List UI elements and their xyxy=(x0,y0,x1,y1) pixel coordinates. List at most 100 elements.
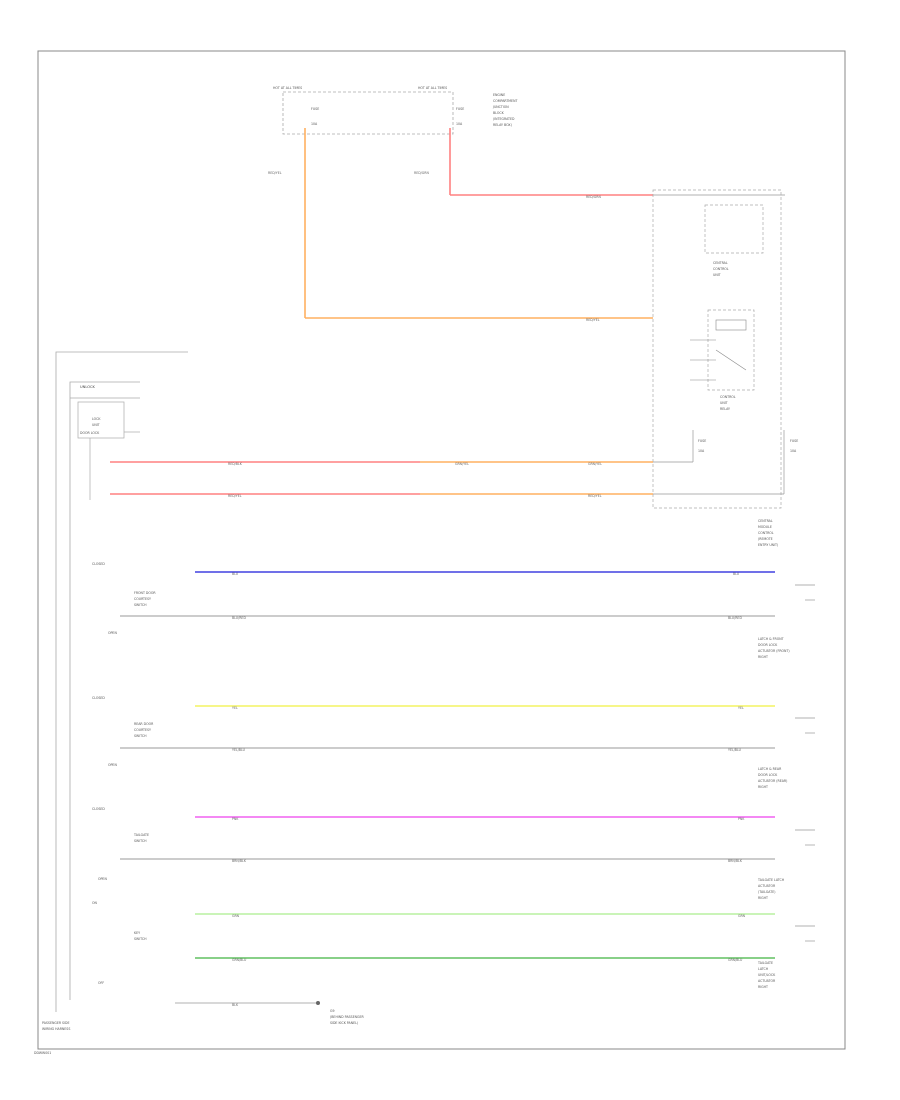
svg-text:DOOR LOCK: DOOR LOCK xyxy=(758,643,778,647)
ground-label: G9 (BEHIND PASSENGER SIDE KICK PANEL) xyxy=(330,1009,364,1025)
open-label-3: OPEN xyxy=(98,877,107,881)
wire-brn-blk-label-b: BRN/BLK xyxy=(728,859,743,863)
svg-text:RIGHT: RIGHT xyxy=(758,785,768,789)
svg-text:(BEHIND PASSENGER: (BEHIND PASSENGER xyxy=(330,1015,364,1019)
door-lock-label: DOOR LOCK xyxy=(80,431,100,435)
wire-grn-blu-label-b: GRN/BLU xyxy=(728,958,743,962)
relay-box xyxy=(707,309,755,391)
front-door-label: FRONT DOOR COURTESY SWITCH xyxy=(134,591,156,607)
svg-text:LATCH: LATCH xyxy=(758,967,769,971)
svg-text:ENGINE: ENGINE xyxy=(493,93,505,97)
wire-red-yel-lower-label: RED/YEL xyxy=(228,494,242,498)
wire-blu-label-b: BLU xyxy=(733,572,740,576)
fuse-mid-left-label: FUSE xyxy=(698,439,706,443)
svg-text:UNIT: UNIT xyxy=(713,273,721,277)
svg-text:DOOR LOCK: DOOR LOCK xyxy=(758,773,778,777)
wire-blk-label: BLK xyxy=(232,1003,239,1007)
right-label-4: TAILGATE LATCH UNIT/LOCK ACTUATOR RIGHT xyxy=(757,961,776,989)
fuse-mid-right-amp: 10A xyxy=(790,449,797,453)
svg-text:PASSENGER SIDE: PASSENGER SIDE xyxy=(42,1021,70,1025)
svg-text:ACTUATOR: ACTUATOR xyxy=(758,979,776,983)
svg-text:UNIT/LOCK: UNIT/LOCK xyxy=(758,973,776,977)
wire-yel-label-b: YEL xyxy=(738,706,744,710)
wire-yel-blu-label-b: YEL/BLU xyxy=(728,748,742,752)
fuse-right-label: FUSE xyxy=(456,107,464,111)
wire-grn-label-a: GRN xyxy=(232,914,240,918)
wire-right-vertical-label: RED/GRN xyxy=(414,171,429,175)
right-label-2: LATCH & REAR DOOR LOCK ACTUATOR (REAR) R… xyxy=(758,767,787,789)
svg-text:RIGHT: RIGHT xyxy=(758,896,768,900)
fuse-left-label: FUSE xyxy=(311,107,319,111)
fuse-box-text: ENGINE COMPARTMENT JUNCTION BLOCK (INTEG… xyxy=(492,93,517,127)
svg-text:SWITCH: SWITCH xyxy=(134,734,147,738)
closed-label-3: CLOSED xyxy=(92,807,105,811)
key-label: KEY SWITCH xyxy=(134,931,147,941)
bottom-left-label: PASSENGER SIDE WIRING HARNESS xyxy=(42,1021,70,1031)
svg-text:COURTESY: COURTESY xyxy=(134,597,151,601)
svg-text:CONTROL: CONTROL xyxy=(758,531,774,535)
footer-code: DDWW001 xyxy=(34,1051,51,1055)
svg-text:ENTRY UNIT): ENTRY UNIT) xyxy=(758,543,778,547)
on-label: ON xyxy=(92,901,98,905)
svg-text:KEY: KEY xyxy=(134,931,140,935)
svg-text:TAILGATE LATCH: TAILGATE LATCH xyxy=(757,878,785,882)
off-label: OFF xyxy=(98,981,104,985)
svg-text:FRONT DOOR: FRONT DOOR xyxy=(134,591,156,595)
wire-grn-label-b: GRN xyxy=(738,914,746,918)
closed-label-1: CLOSED xyxy=(92,562,105,566)
wire-grn-yel-label-a: GRN/YEL xyxy=(455,462,469,466)
relay-box-label: CONTROL UNIT RELAY xyxy=(720,395,736,411)
wire-blu-red-label-b: BLU/RED xyxy=(728,616,742,620)
svg-text:LATCH & REAR: LATCH & REAR xyxy=(758,767,782,771)
wire-red-blk-label: RED/BLK xyxy=(228,462,243,466)
left-harness-outline xyxy=(55,351,188,1012)
svg-text:CONTROL: CONTROL xyxy=(713,267,729,271)
svg-text:(TAILGATE): (TAILGATE) xyxy=(758,890,775,894)
svg-text:TAILGATE: TAILGATE xyxy=(757,961,773,965)
svg-text:MODULE: MODULE xyxy=(758,525,772,529)
svg-text:RIGHT: RIGHT xyxy=(758,985,768,989)
wire-pnk-label-b: PNK xyxy=(738,817,745,821)
svg-text:UNIT: UNIT xyxy=(92,423,100,427)
svg-text:CONTROL: CONTROL xyxy=(720,395,736,399)
svg-text:(INTEGRATED: (INTEGRATED xyxy=(493,117,515,121)
relay-symbol xyxy=(690,319,747,381)
wire-pnk-label-a: PNK xyxy=(232,817,239,821)
right-module-label: CENTRAL MODULE CONTROL (REMOTE ENTRY UNI… xyxy=(758,519,778,547)
svg-text:UNIT: UNIT xyxy=(720,401,728,405)
svg-text:LATCH & FRONT: LATCH & FRONT xyxy=(758,637,784,641)
tailgate-label: TAILGATE SWITCH xyxy=(133,833,149,843)
svg-text:SWITCH: SWITCH xyxy=(134,937,147,941)
svg-text:RELAY: RELAY xyxy=(720,407,730,411)
top-left-power-label: HOT AT ALL TIMES xyxy=(273,86,302,90)
svg-text:REAR DOOR: REAR DOOR xyxy=(134,722,154,726)
left-header-label: UNLOCK xyxy=(80,385,96,389)
svg-text:BLOCK: BLOCK xyxy=(493,111,505,115)
fuse-block-box xyxy=(282,91,454,135)
svg-text:WIRING HARNESS: WIRING HARNESS xyxy=(42,1027,70,1031)
wire-grn-yel-label-b: GRN/YEL xyxy=(588,462,602,466)
svg-text:SWITCH: SWITCH xyxy=(134,839,147,843)
svg-text:TAILGATE: TAILGATE xyxy=(133,833,149,837)
svg-text:CENTRAL: CENTRAL xyxy=(713,261,728,265)
left-harness-inner xyxy=(69,381,140,1000)
wire-top-horizontal-label: RED/GRN xyxy=(586,195,601,199)
svg-text:RIGHT: RIGHT xyxy=(758,655,768,659)
top-right-power-label: HOT AT ALL TIMES xyxy=(418,86,447,90)
central-control-unit xyxy=(704,204,764,254)
fuse-mid-left-amp: 10A xyxy=(698,449,705,453)
wire-yel-blu-label-a: YEL/BLU xyxy=(232,748,246,752)
fuse-left-amp: 10A xyxy=(311,122,318,126)
svg-text:ACTUATOR (REAR): ACTUATOR (REAR) xyxy=(758,779,787,783)
ground-symbol-icon xyxy=(316,1001,320,1005)
closed-label-2: CLOSED xyxy=(92,696,105,700)
right-connectors xyxy=(795,584,815,942)
svg-text:LOCK: LOCK xyxy=(92,417,101,421)
fuse-right-amp: 10A xyxy=(456,122,463,126)
wire-red-yel-lower-label-b: RED/YEL xyxy=(588,494,602,498)
svg-text:COURTESY: COURTESY xyxy=(134,728,151,732)
right-label-1: LATCH & FRONT DOOR LOCK ACTUATOR (FRONT)… xyxy=(758,637,790,659)
fuse-mid-right-label: FUSE xyxy=(790,439,798,443)
svg-text:(REMOTE: (REMOTE xyxy=(758,537,773,541)
